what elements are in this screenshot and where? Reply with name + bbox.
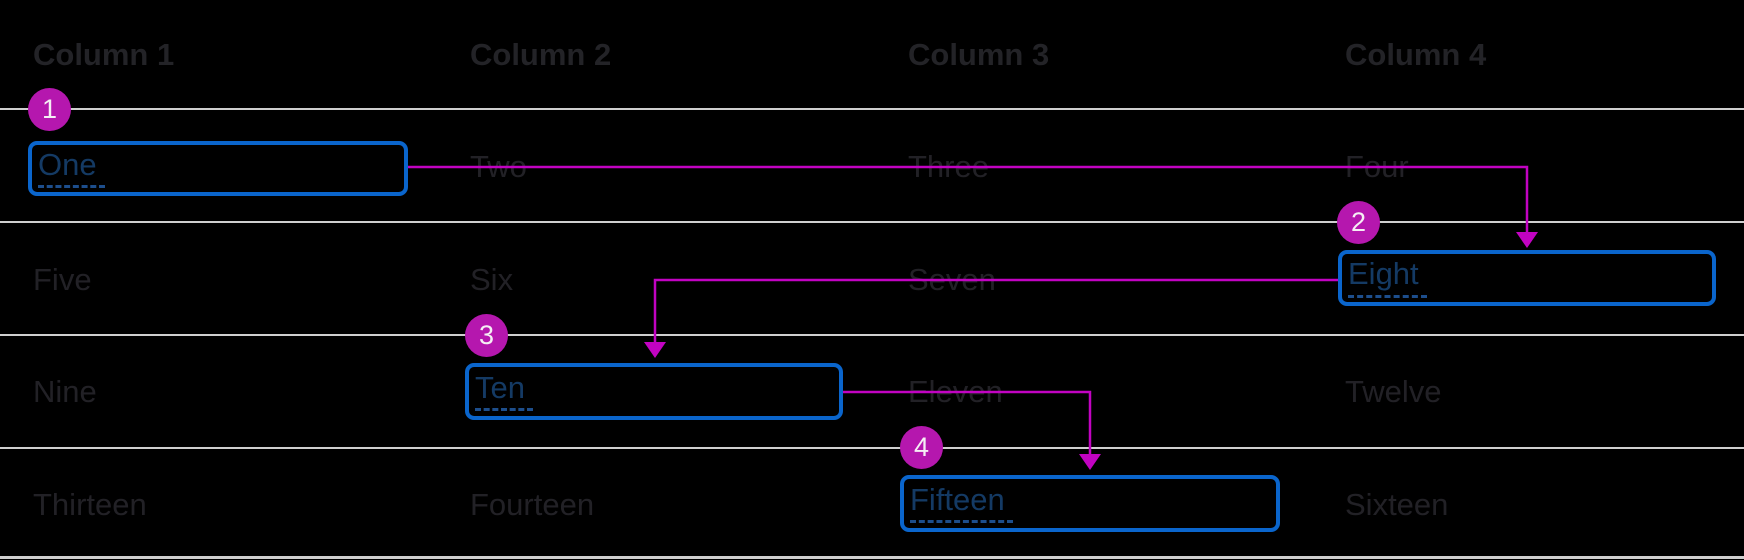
focused-cell-fifteen[interactable]: Fifteen <box>900 475 1280 532</box>
row-divider <box>0 556 1744 559</box>
cell-thirteen: Thirteen <box>33 487 147 522</box>
arrowhead-down-icon <box>1079 454 1101 470</box>
row-divider <box>0 334 1744 336</box>
focused-cell-ten[interactable]: Ten <box>465 363 843 420</box>
step-badge-4: 4 <box>900 426 943 469</box>
header-column-3: Column 3 <box>908 37 1050 72</box>
focused-cell-fifteen-label: Fifteen <box>910 483 1013 524</box>
step-badge-1: 1 <box>28 88 71 131</box>
cell-five: Five <box>33 262 92 297</box>
focused-cell-eight-label: Eight <box>1348 258 1427 298</box>
focused-cell-eight[interactable]: Eight <box>1338 250 1716 306</box>
cell-nine: Nine <box>33 374 97 409</box>
row-divider <box>0 447 1744 449</box>
focused-cell-one[interactable]: One <box>28 141 408 196</box>
cell-sixteen: Sixteen <box>1345 487 1449 522</box>
focused-cell-one-label: One <box>38 148 105 189</box>
header-column-2: Column 2 <box>470 37 612 72</box>
connector-one-to-eight <box>407 165 1529 234</box>
arrowhead-down-icon <box>1516 232 1538 248</box>
cell-twelve: Twelve <box>1345 374 1442 409</box>
focused-cell-ten-label: Ten <box>475 371 533 412</box>
cell-six: Six <box>470 262 514 297</box>
arrowhead-down-icon <box>644 342 666 358</box>
step-badge-2: 2 <box>1337 201 1380 244</box>
row-divider <box>0 108 1744 110</box>
step-badge-3: 3 <box>465 314 508 357</box>
header-column-1: Column 1 <box>33 37 175 72</box>
connector-eight-to-ten <box>653 278 1338 344</box>
header-column-4: Column 4 <box>1345 37 1487 72</box>
connector-ten-to-fifteen <box>843 390 1092 456</box>
cell-fourteen: Fourteen <box>470 487 595 522</box>
row-divider <box>0 221 1744 223</box>
